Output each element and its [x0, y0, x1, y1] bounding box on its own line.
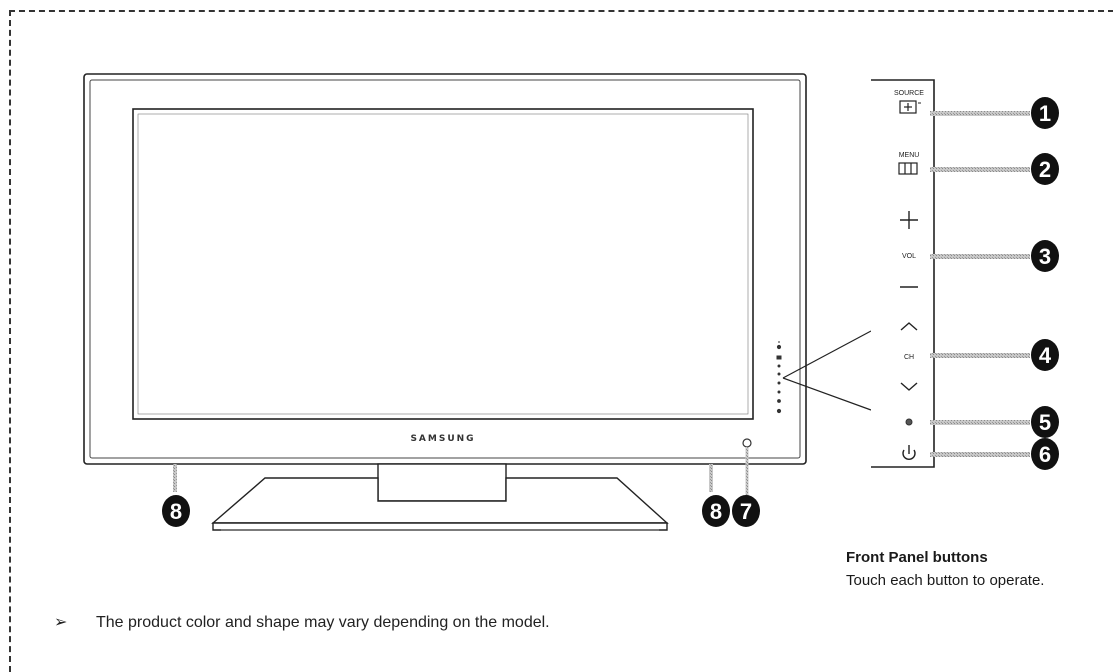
- zoom-lines: [782, 330, 872, 411]
- chevron-up-icon: [900, 322, 918, 331]
- svg-text:1: 1: [1039, 101, 1051, 126]
- callout-1: 1: [1031, 97, 1059, 129]
- chevron-down-icon: [900, 382, 918, 391]
- menu-icon: [898, 162, 918, 175]
- callout-4: 4: [1031, 339, 1059, 371]
- callout-2: 2: [1031, 153, 1059, 185]
- ch-down-button[interactable]: [900, 382, 918, 391]
- power-button[interactable]: [902, 445, 916, 460]
- svg-text:7: 7: [740, 499, 752, 524]
- brand-logo: SAMSUNG: [410, 434, 475, 444]
- ch-up-button[interactable]: [900, 322, 918, 331]
- callout-8-left: 8: [162, 495, 190, 527]
- vol-label: VOL: [902, 253, 916, 260]
- svg-text:6: 6: [1039, 442, 1051, 467]
- source-button[interactable]: [899, 100, 921, 114]
- front-panel-title: Front Panel buttons: [846, 549, 988, 566]
- power-icon: [902, 449, 916, 460]
- product-note: ➢ The product color and shape may vary de…: [54, 612, 550, 632]
- svg-text:3: 3: [1039, 244, 1051, 269]
- source-icon: [899, 100, 917, 114]
- remote-sensor: [742, 438, 752, 448]
- tv-stand: [211, 463, 669, 531]
- dashed-border: [9, 10, 1113, 672]
- callout-8-right: 8: [702, 495, 730, 527]
- vol-up-button[interactable]: [900, 211, 918, 229]
- product-note-text: The product color and shape may vary dep…: [96, 614, 550, 631]
- standby-indicator: [905, 418, 913, 426]
- leader-lines: [930, 111, 1030, 457]
- front-panel-zoom: [871, 79, 935, 468]
- svg-text:4: 4: [1039, 343, 1052, 368]
- callout-5: 5: [1031, 406, 1059, 438]
- ch-label: CH: [904, 354, 914, 361]
- front-panel-description: Touch each button to operate.: [846, 572, 1045, 589]
- arrow-icon: ➢: [54, 614, 68, 631]
- indicator-dot-icon: [905, 418, 913, 426]
- svg-text:8: 8: [710, 499, 722, 524]
- tv-screen: [132, 108, 754, 420]
- menu-label: MENU: [899, 152, 920, 159]
- source-label: SOURCE: [894, 90, 924, 97]
- callout-7: 7: [732, 495, 760, 527]
- front-panel-callout: Front Panel buttons Touch each button to…: [846, 548, 1076, 590]
- svg-text:2: 2: [1039, 157, 1051, 182]
- callout-6: 6: [1031, 438, 1059, 470]
- callout-3: 3: [1031, 240, 1059, 272]
- svg-text:5: 5: [1039, 410, 1051, 435]
- svg-text:8: 8: [170, 499, 182, 524]
- menu-button[interactable]: [898, 162, 918, 175]
- side-button-strip: [776, 341, 782, 414]
